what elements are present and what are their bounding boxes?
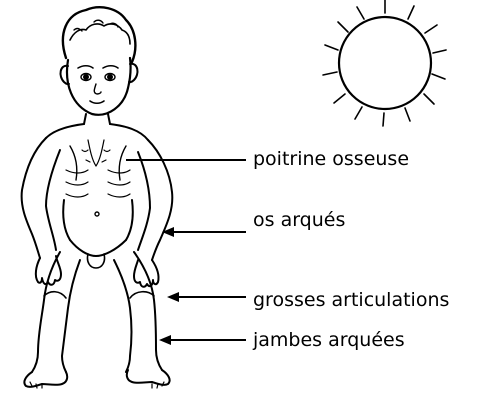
label-large-joints: grosses articulations	[253, 291, 449, 310]
sun-icon	[323, 0, 446, 126]
child-figure	[22, 7, 173, 388]
legs-arrowhead	[159, 335, 171, 345]
bones-arrowhead	[162, 227, 174, 237]
label-bowed-bones: os arqués	[253, 211, 345, 230]
leader-lines	[126, 160, 246, 345]
label-bowed-legs: jambes arquées	[253, 331, 405, 350]
joints-arrowhead	[167, 292, 179, 302]
label-bony-chest: poitrine osseuse	[253, 150, 409, 169]
